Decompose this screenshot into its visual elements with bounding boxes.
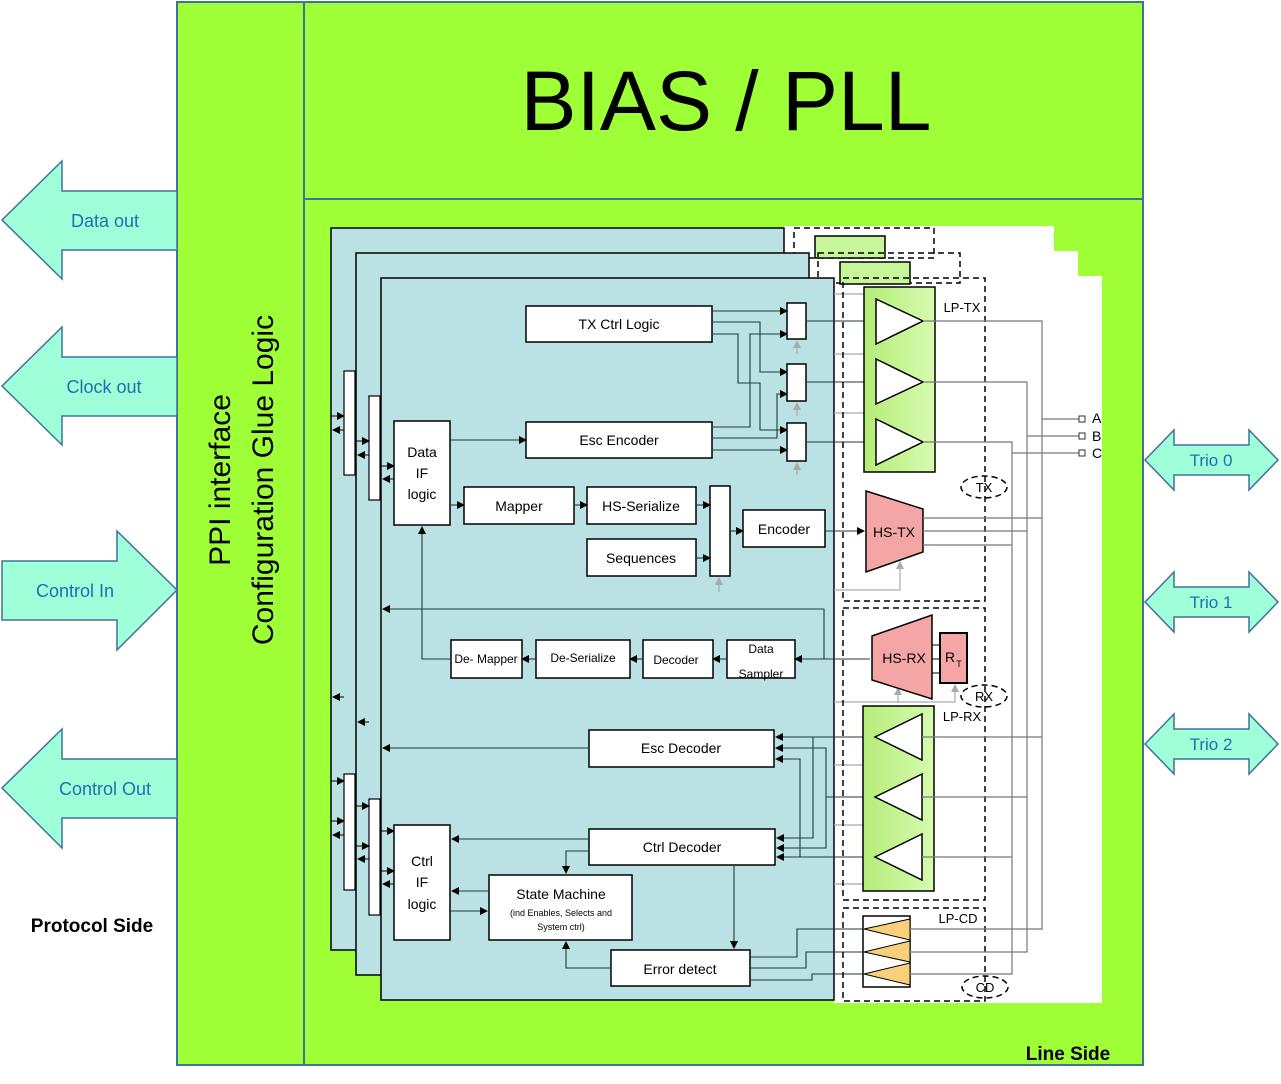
de-mapper-block — [450, 639, 523, 679]
lp-cd-label: LP-CD — [938, 911, 977, 926]
data-if-logic-label-3: logic — [408, 486, 437, 502]
data-sampler-label-2: Sampler — [739, 667, 784, 681]
state-machine-block — [488, 874, 633, 941]
clock-out-label: Clock out — [66, 377, 141, 397]
hs-tx-label: HS-TX — [873, 524, 916, 540]
esc-encoder-block — [525, 421, 713, 459]
hs-rx-label: HS-RX — [882, 650, 926, 666]
ppi-interface-label: PPI interface — [204, 394, 237, 566]
pin-b-pad — [1078, 432, 1086, 440]
rt-label: R — [945, 649, 955, 665]
de-serialize-block — [535, 639, 631, 679]
error-detect-block — [610, 949, 751, 987]
tx-ctrl-logic-label: TX Ctrl Logic — [579, 316, 660, 332]
error-detect-label: Error detect — [643, 961, 716, 977]
pin-c-label: C — [1092, 445, 1102, 461]
pin-a-pad — [1078, 415, 1086, 423]
trio-0-arrow — [1143, 428, 1280, 492]
bias-pll-title: BIAS / PLL — [521, 54, 932, 148]
esc-encoder-label: Esc Encoder — [579, 432, 659, 448]
ctrl-if-logic-label-3: logic — [408, 896, 437, 912]
tx-ctrl-logic-block — [525, 305, 713, 343]
tx-tag-label: TX — [976, 480, 993, 495]
ctrl-if-logic-block — [393, 824, 451, 941]
data-out-label: Data out — [71, 211, 139, 231]
data-if-logic-label-2: IF — [416, 465, 428, 481]
ctrl-decoder-label: Ctrl Decoder — [643, 839, 722, 855]
protocol-side-label: Protocol Side — [31, 916, 153, 937]
lp-tx-mux-1 — [786, 302, 807, 340]
control-in-arrow — [1, 529, 179, 652]
esc-decoder-label: Esc Decoder — [641, 740, 721, 756]
data-out-arrow — [0, 159, 178, 281]
control-out-arrow — [0, 727, 178, 850]
mapper-label: Mapper — [495, 498, 543, 514]
rx-group-tag — [960, 684, 1008, 708]
state-machine-note-2: System ctrl) — [537, 922, 585, 932]
glue-logic-label: Configuration Glue Logic — [247, 315, 280, 645]
lp-tx-label: LP-TX — [944, 300, 981, 315]
encoder-block — [742, 509, 826, 548]
lp-tx-mux-2 — [786, 363, 807, 402]
hs-serialize-label: HS-Serialize — [602, 498, 680, 514]
rx-tag-label: RX — [975, 689, 993, 704]
cd-group-tag — [961, 975, 1009, 999]
trio-2-arrow — [1143, 712, 1280, 776]
lp-tx-driver-1 — [875, 297, 925, 346]
state-machine-note-1: (ind Enables, Selects and — [510, 908, 612, 918]
data-sampler-label-1: Data — [748, 642, 774, 656]
encoder-label: Encoder — [758, 521, 810, 537]
hs-rx-block — [871, 613, 933, 701]
trio-2-label: Trio 2 — [1190, 735, 1233, 754]
trio-0-label: Trio 0 — [1190, 451, 1233, 470]
pin-b-label: B — [1092, 428, 1101, 444]
termination-resistor — [939, 632, 968, 684]
cd-group-box — [842, 907, 986, 1002]
hs-mux-block — [709, 485, 731, 577]
data-sampler-block — [726, 639, 796, 679]
lp-rx-label: LP-RX — [943, 709, 982, 724]
data-if-logic-label-1: Data — [407, 444, 437, 460]
pin-c-pad — [1078, 449, 1086, 457]
sequences-label: Sequences — [606, 550, 676, 566]
mapper-block — [463, 486, 575, 525]
state-machine-label: State Machine — [516, 886, 606, 902]
de-mapper-label: De- Mapper — [454, 652, 517, 666]
de-serialize-label: De-Serialize — [550, 651, 616, 665]
ctrl-decoder-block — [588, 828, 776, 866]
tx-group-box — [842, 277, 986, 602]
rx-group-box — [842, 607, 986, 901]
ctrl-if-logic-label-1: Ctrl — [411, 853, 433, 869]
clock-out-arrow — [0, 325, 178, 447]
control-in-label: Control In — [36, 581, 114, 601]
data-if-logic-block — [393, 420, 451, 526]
lp-tx-mux-3 — [786, 422, 807, 462]
rt-sub-label: T — [956, 659, 962, 669]
cd-tag-label: CD — [976, 980, 995, 995]
decoder-label: Decoder — [653, 653, 698, 667]
lp-tx-driver-3 — [875, 417, 925, 467]
line-side-label: Line Side — [1026, 1044, 1110, 1065]
pin-a-label: A — [1092, 410, 1102, 426]
hs-tx-block — [865, 489, 924, 574]
trio-1-label: Trio 1 — [1190, 593, 1233, 612]
ctrl-if-logic-label-2: IF — [416, 874, 428, 890]
trio-1-arrow — [1143, 570, 1280, 634]
tx-group-tag — [960, 475, 1008, 499]
control-out-label: Control Out — [59, 779, 151, 799]
lp-tx-driver-2 — [875, 357, 925, 406]
